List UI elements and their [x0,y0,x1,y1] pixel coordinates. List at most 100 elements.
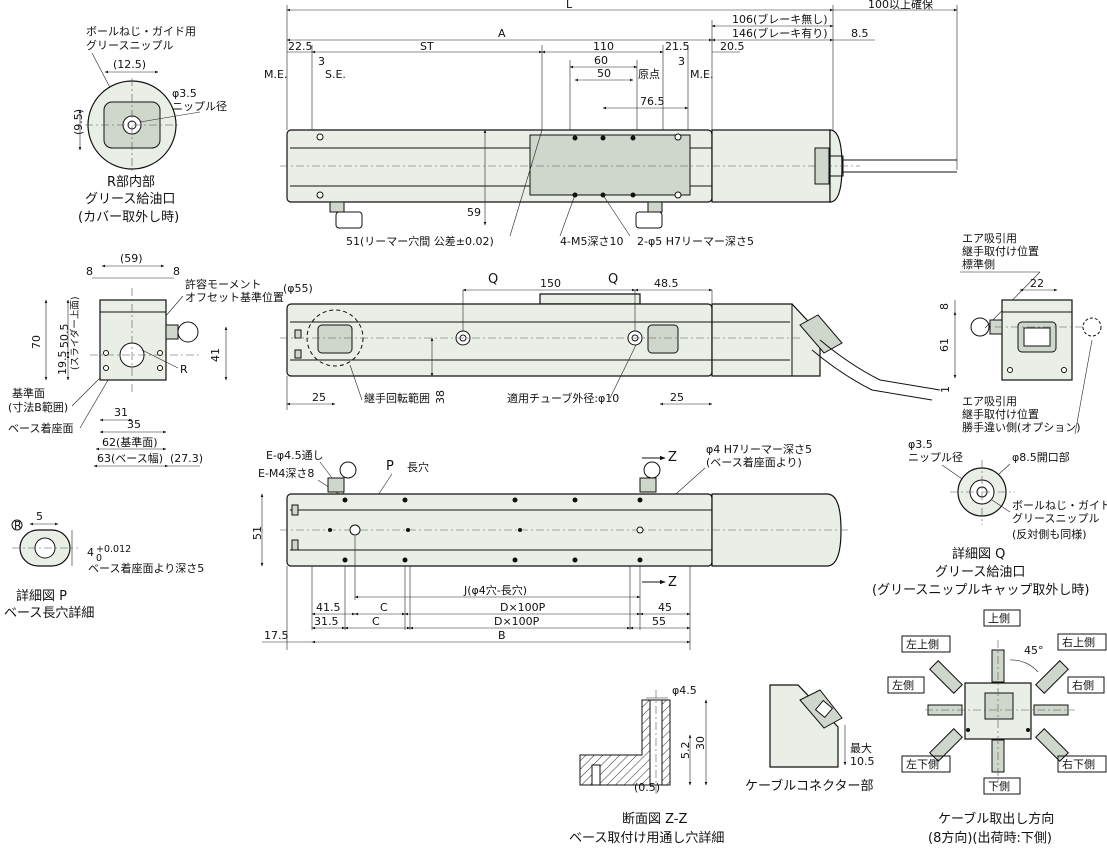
dim-3b: 3 [678,55,685,68]
dim-48-5: 48.5 [654,277,679,290]
label-upright: 右上側 [1057,633,1107,651]
detailP-title1: 詳細図 P [16,588,67,604]
end-d8b: 8 [173,265,180,278]
end-moment1: 許容モーメント [185,277,262,291]
dim-ST: ST [420,40,434,53]
dim-150: 150 [540,277,561,290]
air-d8: 8 [938,303,951,310]
dim-L: L [566,0,573,11]
detailQ-n1: ボールねじ・ガイド用 [1012,499,1107,512]
svg-text:右側: 右側 [1072,678,1094,692]
dim-A: A [498,27,506,40]
label-phi5: 2-φ5 H7リーマー深さ5 [637,235,754,248]
dim-DP1: D×100P [500,601,546,614]
dim-55: 55 [652,615,666,628]
svg-text:左側: 左側 [892,679,914,692]
detailR-label2: グリースニップル [86,38,173,52]
label-Q1: Q [488,272,498,287]
dim-60: 60 [594,54,608,67]
dim-21-5: 21.5 [665,40,690,53]
section-d0-5: (0.5) [634,781,660,794]
end-kijun1: 基準面 [12,386,45,400]
detail-R: ボールねじ・ガイド用 グリースニップル (12.5) (9.5) φ3.5 ニッ… [72,25,227,225]
label-genten: 原点 [638,68,660,81]
detailQ-nipple: ニップル径 [908,451,963,464]
svg-text:右下側: 右下側 [1062,757,1095,771]
label-reamer51: 51(リーマー穴間 公差±0.02) [346,234,494,248]
label-tube: 適用チューブ外径:φ10 [507,391,619,405]
svg-text:下側: 下側 [988,780,1010,793]
dim-110: 110 [593,40,614,53]
label-nagaana: 長穴 [407,460,429,474]
label-ME1: M.E. [264,68,287,81]
section-d30: 30 [694,736,707,750]
label-Q2: Q [608,272,618,287]
end-d8a: 8 [86,265,93,278]
detailQ-title2: グリース給油口 [935,565,1025,580]
end-kijun2: (寸法B範囲) [8,400,68,414]
label-down: 下側 [983,777,1021,795]
dim-C2: C [372,615,380,628]
label-Z2: Z [668,575,677,590]
label-phi55: (φ55) [283,282,313,295]
detailP-tol: +0.012 [96,544,131,555]
detailQ-title3: (グリースニップルキャップ取外し時) [872,583,1090,598]
end-d19-5: 19.5 [56,351,69,376]
dim-25a: 25 [312,391,326,404]
detailP-depth: ベース着座面より深さ5 [88,561,204,575]
detailP-tol0: 0 [96,553,102,564]
connector-title: ケーブルコネクター部 [745,778,873,794]
svg-text:左下側: 左下側 [906,758,939,771]
end-d62: 62(基準面) [102,435,158,449]
air-l1: エア吸引用 [962,231,1017,245]
detail-Q: φ3.5 ニップル径 φ8.5開口部 ボールねじ・ガイド用 グリースニップル (… [872,438,1107,598]
label-upleft: 左上側 [901,635,951,653]
end-d31: 31 [114,406,128,419]
section-phi4-5: φ4.5 [672,684,697,697]
detailQ-n3: (反対側も同様) [1012,527,1087,541]
label-em4: E-M4深さ8 [258,467,314,480]
label-m5: 4-M5深さ10 [560,235,623,248]
detailR-nipple: ニップル径 [172,100,227,113]
dim-B: B [498,629,506,642]
detailR-title2: グリース給油口 [85,192,175,207]
detailP-R: R [14,519,22,532]
dim-51: 51 [251,526,264,540]
dim-17-5: 17.5 [264,629,289,642]
end-d59: (59) [120,252,143,265]
detailR-label1: ボールねじ・ガイド用 [86,25,196,38]
end-d63: 63(ベース幅) [97,452,163,465]
detail-P: R 5 4 +0.012 0 ベース着座面より深さ5 詳細図 P ベース長穴詳細 [4,510,204,621]
dim-38: 38 [434,390,447,404]
dim-146: 146(ブレーキ有り) [732,26,828,40]
air-d61: 61 [938,338,951,352]
detailQ-title1: 詳細図 Q [952,546,1005,562]
label-left: 左側 [887,676,925,694]
end-view: 8 (59) 8 許容モーメント オフセット基準位置 70 (スライダー上面) … [8,252,284,468]
end-d50-5: 50.5 [58,324,71,349]
label-phi4b: (ベース着座面より) [706,455,802,469]
end-moment2: オフセット基準位置 [185,290,284,304]
svg-text:右上側: 右上側 [1062,635,1095,649]
dim-76-5: 76.5 [640,95,665,108]
section-ZZ: φ4.5 5.2 30 (0.5) 断面図 Z-Z ベース取付け用通し穴詳細 [569,684,724,846]
label-e45: E-φ4.5通し [266,449,324,462]
svg-text:左上側: 左上側 [906,638,939,651]
label-downleft: 左下側 [901,755,951,773]
air-l3: 標準側 [962,257,995,271]
air-d22: 22 [1030,277,1044,290]
detailQ-phi3-5: φ3.5 [908,438,933,451]
section-title2: ベース取付け用通し穴詳細 [569,830,724,846]
section-title1: 断面図 Z-Z [622,812,688,827]
detailR-phi3-5: φ3.5 [172,87,197,100]
end-d41: 41 [209,348,222,362]
detailP-d5: 5 [36,510,43,523]
end-d70: 70 [30,335,43,349]
end-slider: (スライダー上面) [69,296,81,370]
detailP-d4: 4 [87,546,94,559]
connector-max: 最大 [850,741,872,755]
label-SE: S.E. [325,68,346,81]
end-d27-3: (27.3) [170,452,203,465]
dim-C1: C [380,601,388,614]
